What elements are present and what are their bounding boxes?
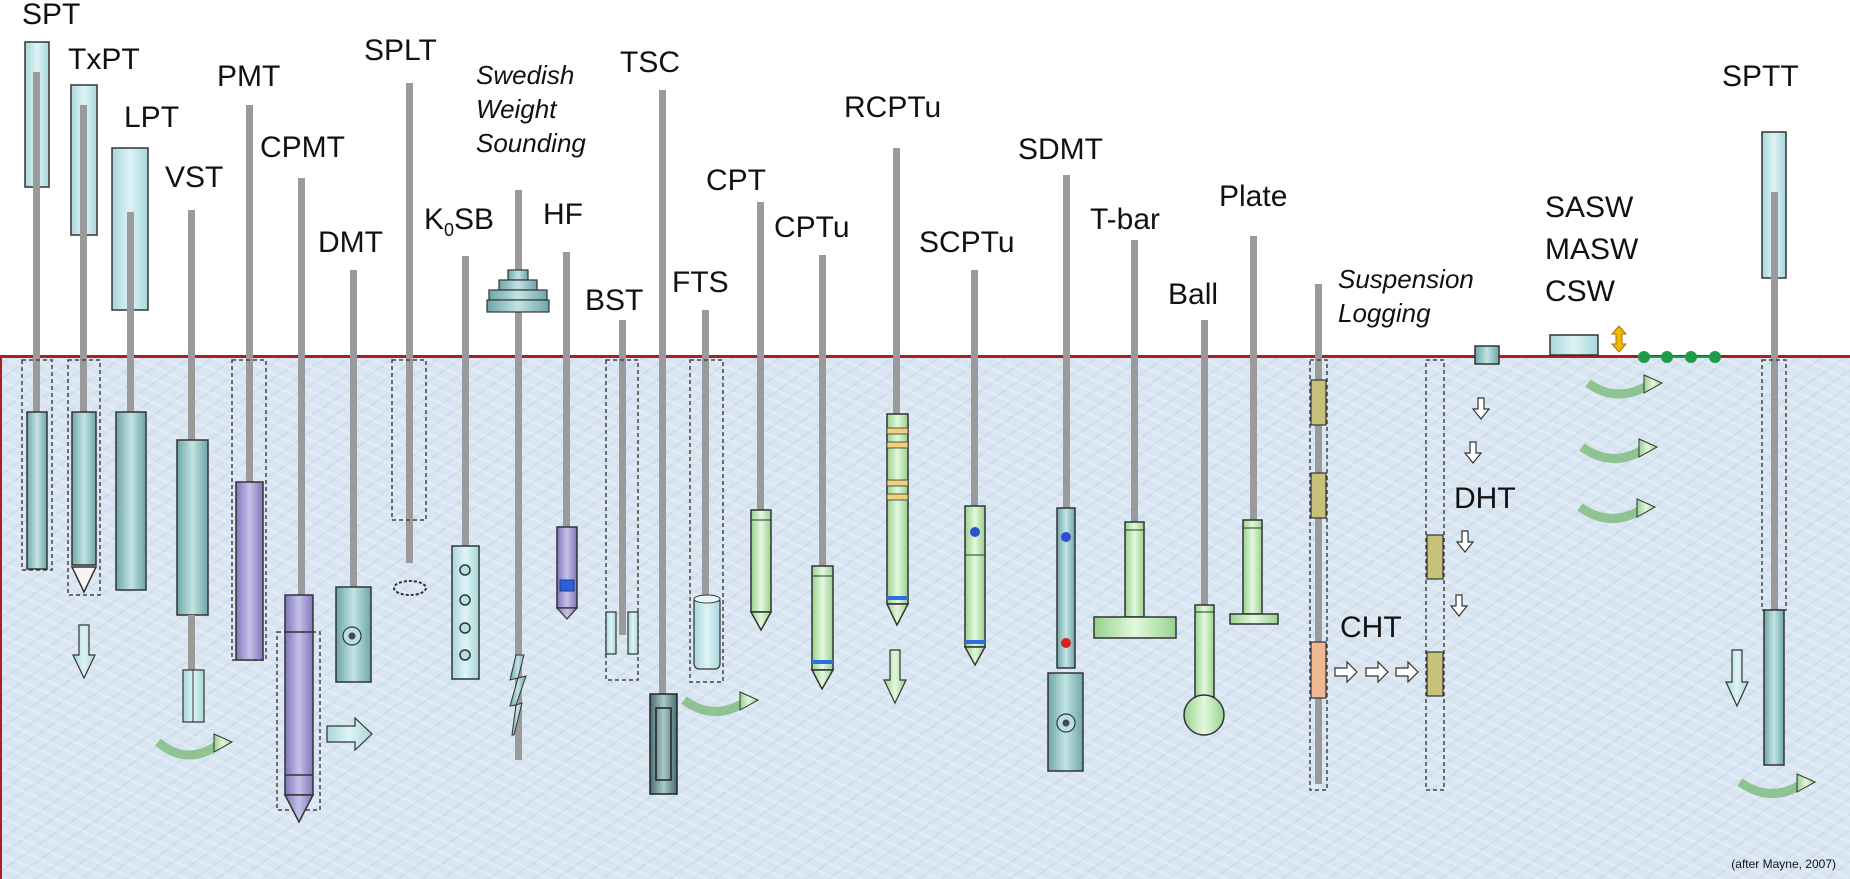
label-surface-wave-tests: SASW MASW CSW [1545,187,1638,313]
ground-left-edge [0,357,2,879]
label-lpt: LPT [124,101,180,134]
cpmt-tool [276,178,373,824]
label-scptu: SCPTu [919,226,1015,259]
label-suspension-line-1: Suspension [1338,264,1474,294]
label-sdmt: SDMT [1018,133,1103,166]
label-fts: FTS [672,266,729,299]
label-k0sb-subscript: 0 [444,220,455,240]
label-pmt: PMT [217,60,281,93]
pmt-tool [231,105,267,661]
label-cptu: CPTu [774,211,850,244]
label-tsc: TSC [620,46,680,79]
dht-tool [1449,345,1500,617]
lpt-tool [111,147,149,591]
cpt-tool [749,202,773,632]
sptt-tool [1725,131,1817,798]
tbar-tool [1093,240,1177,639]
label-cpt: CPT [706,164,766,197]
txpt-tool [67,84,101,680]
label-k0sb-rest: SB [454,203,495,236]
suspension-logging-tool [1309,284,1328,791]
label-plate: Plate [1219,180,1288,213]
spt-tool [21,41,53,571]
label-csw: CSW [1545,275,1615,308]
fts-tool [681,310,760,716]
surface-waves-tool [1549,325,1721,523]
label-splt: SPLT [364,34,437,67]
label-sptt: SPTT [1722,60,1799,93]
ground-surface-line [0,355,1850,358]
label-sws-line-3: Sounding [476,128,586,158]
splt-tool [391,83,427,596]
label-bst: BST [585,284,644,317]
label-k0sb: K0SB [424,203,495,240]
dmt-tool [335,270,372,683]
label-sws-line-1: Swedish [476,60,575,90]
sdmt-tool [1047,175,1084,772]
label-ball: Ball [1168,278,1219,311]
label-sws-line-2: Weight [476,94,557,124]
label-rcptu: RCPTu [844,91,942,124]
sws-tool [486,190,550,760]
label-dmt: DMT [318,226,383,259]
label-vst: VST [165,161,224,194]
vst-tool [155,210,234,760]
label-spt: SPT [22,0,81,31]
tsc-tool [649,90,678,795]
ball-tool [1183,320,1225,736]
cht-tool [1334,359,1445,791]
label-cht: CHT [1340,611,1402,644]
hf-tool [555,252,579,620]
bst-tool [605,320,639,681]
label-sasw: SASW [1545,191,1634,224]
label-tbar: T-bar [1090,203,1161,236]
label-dht: DHT [1454,482,1516,515]
label-hf: HF [543,198,583,231]
label-k0sb-main: K [424,203,445,236]
scptu-tool [963,270,987,667]
label-swedish-weight-sounding: Swedish Weight Sounding [476,58,586,160]
plate-tool [1229,236,1279,625]
label-masw: MASW [1545,233,1639,266]
source-credit: (after Mayne, 2007) [1731,857,1836,871]
label-cpmt: CPMT [260,131,345,164]
rcptu-tool [883,148,910,705]
label-txpt: TxPT [68,43,140,76]
cptu-tool [810,255,835,691]
k0sb-tool [451,256,480,680]
label-suspension-line-2: Logging [1338,298,1431,328]
label-suspension-logging: Suspension Logging [1338,262,1474,330]
